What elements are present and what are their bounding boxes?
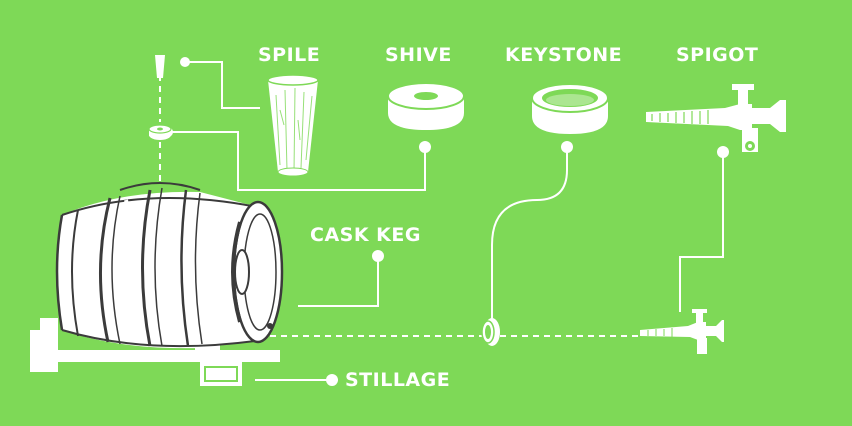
shive-connector <box>168 131 426 191</box>
keystone-label: KEYSTONE <box>505 44 623 66</box>
spile-connector <box>185 61 260 109</box>
shive-label: SHIVE <box>385 44 452 66</box>
big-spile <box>267 74 319 177</box>
keystone-connector <box>491 147 568 320</box>
small-shive <box>148 124 172 140</box>
spigot-connector <box>679 152 724 312</box>
big-spigot <box>646 84 786 152</box>
spile-dot <box>180 57 190 67</box>
spile-label: SPILE <box>258 44 321 66</box>
cask-keg-label: CASK KEG <box>310 224 421 246</box>
spigot-dot <box>717 146 729 158</box>
cask-keg-dot <box>372 250 384 262</box>
big-shive <box>387 82 465 130</box>
stillage-label: STILLAGE <box>345 369 451 391</box>
small-spile <box>155 55 165 78</box>
big-keystone <box>531 83 609 134</box>
small-spigot <box>640 309 724 354</box>
stillage-dot <box>326 374 338 386</box>
spigot-label: SPIGOT <box>676 44 759 66</box>
dashed-guides <box>159 75 640 337</box>
cask-keg-connector <box>298 256 379 307</box>
keystone-dot <box>561 141 573 153</box>
cask-keg-illustration <box>30 182 284 386</box>
shive-dot <box>419 141 431 153</box>
small-keystone <box>481 318 500 346</box>
connector-lines <box>168 61 724 381</box>
